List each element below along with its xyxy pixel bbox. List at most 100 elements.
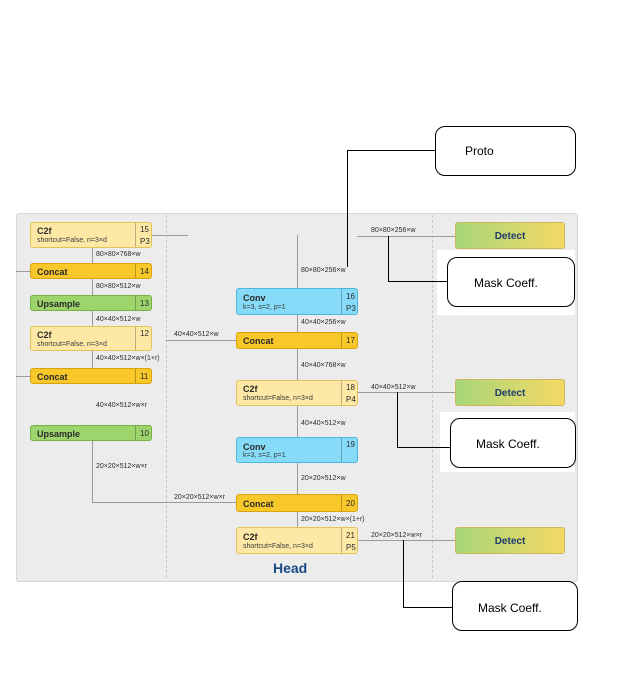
connector-line bbox=[166, 340, 236, 341]
block-params: shortcut=False, n=3×d bbox=[243, 543, 313, 550]
connector-line bbox=[357, 236, 455, 237]
block-level: P4 bbox=[346, 395, 356, 404]
tensor-shape-label: 40×40×512×w bbox=[371, 384, 416, 391]
block-index: 17 bbox=[346, 336, 355, 345]
c2f-block-12: C2f shortcut=False, n=3×d 12 bbox=[30, 326, 152, 351]
tensor-shape-label: 80×80×768×w bbox=[96, 251, 141, 258]
mask-leader-line bbox=[397, 447, 451, 448]
block-name: Concat bbox=[37, 267, 68, 277]
block-level: P3 bbox=[346, 304, 356, 313]
mask-coeff-callout: Mask Coeff. bbox=[452, 581, 578, 631]
connector-line bbox=[297, 406, 298, 437]
connector-line bbox=[297, 235, 298, 288]
block-params: shortcut=False, n=3×d bbox=[37, 237, 107, 244]
column-separator bbox=[166, 215, 167, 578]
detect-label: Detect bbox=[494, 231, 526, 242]
block-level: P3 bbox=[140, 237, 150, 246]
connector-line bbox=[138, 235, 188, 236]
mask-leader-line bbox=[403, 540, 404, 608]
tensor-shape-label: 80×80×512×w bbox=[96, 283, 141, 290]
connector-line bbox=[92, 248, 93, 263]
connector-line bbox=[297, 512, 298, 527]
conv-block-16: Conv k=3, s=2, p=1 16 P3 bbox=[236, 288, 358, 315]
proto-leader-line bbox=[347, 150, 348, 267]
mask-coeff-callout: Mask Coeff. bbox=[447, 257, 575, 307]
detect-block-p3: Detect bbox=[455, 222, 565, 249]
detect-block-p4: Detect bbox=[455, 379, 565, 406]
callout-label: Mask Coeff. bbox=[474, 276, 538, 290]
block-divider bbox=[341, 528, 342, 553]
block-divider bbox=[135, 264, 136, 278]
block-name: C2f bbox=[243, 532, 258, 542]
column-separator bbox=[432, 215, 433, 578]
tensor-shape-label: 20×20×512×w×(1+r) bbox=[301, 516, 365, 523]
connector-line bbox=[297, 463, 298, 494]
block-divider bbox=[135, 296, 136, 310]
mask-leader-line bbox=[397, 392, 398, 448]
tensor-shape-label: 40×40×512×w×(1+r) bbox=[96, 355, 160, 362]
c2f-block-21: C2f shortcut=False, n=3×d 21 P5 bbox=[236, 527, 358, 554]
block-divider bbox=[341, 381, 342, 405]
connector-line bbox=[297, 315, 298, 332]
block-index: 19 bbox=[346, 440, 355, 449]
block-divider bbox=[135, 327, 136, 350]
block-name: Conv bbox=[243, 293, 266, 303]
block-index: 12 bbox=[140, 329, 149, 338]
connector-line bbox=[357, 392, 455, 393]
connector-line bbox=[16, 376, 30, 377]
block-divider bbox=[135, 426, 136, 440]
connector-line bbox=[92, 351, 93, 368]
block-divider bbox=[135, 369, 136, 383]
mask-coeff-callout: Mask Coeff. bbox=[450, 418, 576, 468]
block-divider bbox=[341, 495, 342, 511]
block-index: 14 bbox=[140, 267, 149, 276]
block-params: k=3, s=2, p=1 bbox=[243, 304, 286, 311]
concat-block-20: Concat 20 bbox=[236, 494, 358, 512]
block-index: 11 bbox=[140, 372, 149, 381]
block-name: C2f bbox=[37, 330, 52, 340]
detect-label: Detect bbox=[494, 388, 526, 399]
block-name: C2f bbox=[243, 384, 258, 394]
tensor-shape-label: 40×40×512×w bbox=[174, 331, 219, 338]
callout-label: Mask Coeff. bbox=[476, 437, 540, 451]
tensor-shape-label: 20×20×512×w bbox=[301, 475, 346, 482]
block-params: shortcut=False, n=3×d bbox=[243, 395, 313, 402]
block-index: 18 bbox=[346, 383, 355, 392]
block-name: Concat bbox=[37, 372, 68, 382]
connector-line bbox=[357, 540, 455, 541]
detect-label: Detect bbox=[494, 536, 526, 547]
block-divider bbox=[341, 289, 342, 314]
block-name: Concat bbox=[243, 336, 274, 346]
tensor-shape-label: 40×40×768×w bbox=[301, 362, 346, 369]
callout-label: Proto bbox=[465, 144, 494, 158]
connector-line bbox=[92, 440, 93, 502]
connector-line bbox=[16, 271, 30, 272]
block-divider bbox=[341, 438, 342, 462]
tensor-shape-label: 20×20×512×w×r bbox=[96, 463, 147, 470]
block-index: 16 bbox=[346, 292, 355, 301]
upsample-block-10: Upsample 10 bbox=[30, 425, 152, 441]
block-index: 10 bbox=[140, 429, 149, 438]
c2f-block-15: C2f shortcut=False, n=3×d 15 P3 bbox=[30, 222, 152, 248]
callout-label: Mask Coeff. bbox=[478, 601, 542, 615]
block-params: shortcut=False, n=3×d bbox=[37, 341, 107, 348]
tensor-shape-label: 80×80×256×w bbox=[371, 227, 416, 234]
connector-line bbox=[92, 311, 93, 326]
block-divider bbox=[135, 223, 136, 247]
tensor-shape-label: 40×40×256×w bbox=[301, 319, 346, 326]
block-name: C2f bbox=[37, 226, 52, 236]
block-name: Conv bbox=[243, 442, 266, 452]
tensor-shape-label: 40×40×512×w bbox=[96, 316, 141, 323]
block-index: 13 bbox=[140, 299, 149, 308]
tensor-shape-label: 40×40×512×w bbox=[301, 420, 346, 427]
tensor-shape-label: 20×20×512×w×r bbox=[174, 494, 225, 501]
tensor-shape-label: 40×40×512×w×r bbox=[96, 402, 147, 409]
block-index: 20 bbox=[346, 499, 355, 508]
mask-leader-line bbox=[403, 607, 453, 608]
block-level: P5 bbox=[346, 543, 356, 552]
connector-line bbox=[92, 502, 236, 503]
block-name: Upsample bbox=[37, 429, 81, 439]
concat-block-17: Concat 17 bbox=[236, 332, 358, 349]
concat-block-11: Concat 11 bbox=[30, 368, 152, 384]
proto-leader-line bbox=[347, 150, 436, 151]
